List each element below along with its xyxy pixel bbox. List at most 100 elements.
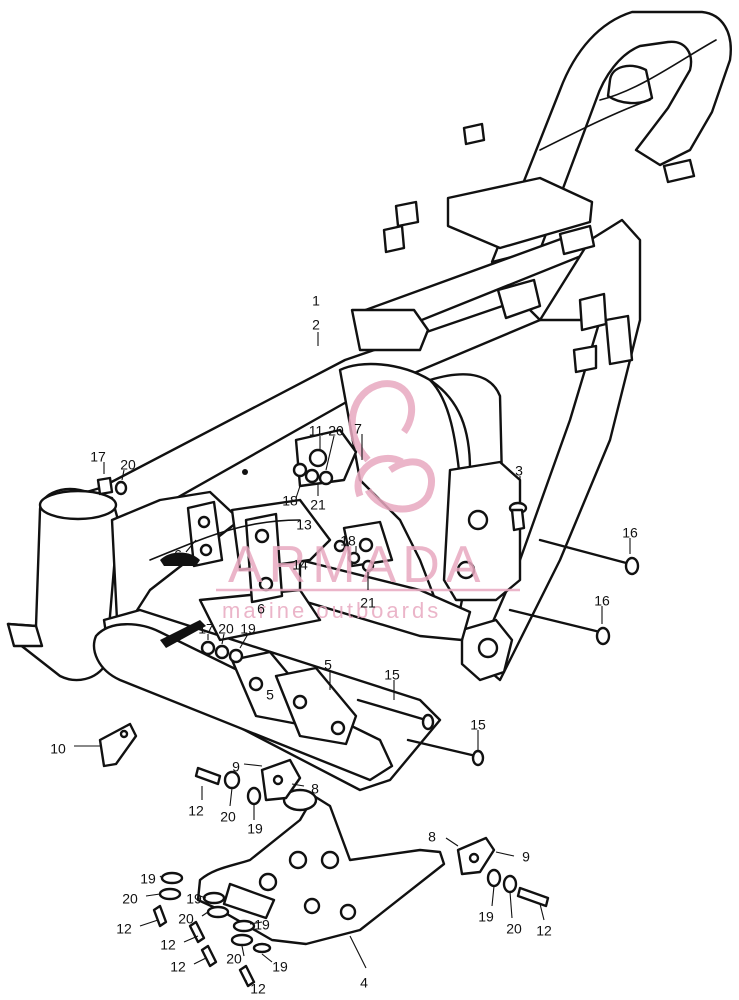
callout-15: 15	[470, 717, 486, 750]
callout-number: 18	[340, 533, 356, 549]
callout-number: 20	[328, 423, 344, 439]
callout-17: 17	[90, 449, 106, 474]
callout-number: 19	[247, 821, 263, 837]
callout-leader-line	[229, 787, 233, 807]
callout-number: 12	[160, 937, 176, 953]
callout-9: 9	[495, 849, 530, 865]
callout-16: 16	[594, 593, 610, 624]
callout-19: 19	[239, 621, 256, 649]
callout-12: 12	[160, 935, 199, 953]
callout-number: 1	[312, 293, 320, 309]
callout-leader-line	[159, 875, 163, 879]
callout-7: 7	[354, 421, 363, 460]
callout-number: 9	[522, 849, 530, 865]
callout-leader-line	[145, 893, 161, 897]
callout-8: 8	[291, 781, 319, 797]
callout-number: 5	[266, 687, 274, 703]
callout-leader-line	[245, 979, 249, 987]
callout-5: 5	[324, 657, 332, 690]
callout-number: 15	[384, 667, 400, 683]
callout-leader-line	[243, 763, 263, 767]
callout-leader-line	[185, 539, 197, 553]
callout-labels: 1234556678899101112121212121213141515161…	[50, 293, 638, 997]
callout-leader-line	[199, 895, 207, 899]
callout-number: 20	[506, 921, 522, 937]
callout-3: 3	[515, 463, 523, 500]
callout-number: 16	[594, 593, 610, 609]
callout-number: 19	[240, 621, 256, 637]
callout-number: 17	[90, 449, 106, 465]
callout-16: 16	[622, 525, 638, 554]
callout-number: 11	[309, 423, 324, 439]
callout-13: 13	[296, 517, 312, 533]
callout-2: 2	[312, 317, 320, 346]
callout-12: 12	[116, 919, 159, 937]
callout-20: 20	[506, 891, 522, 937]
callout-number: 13	[296, 517, 312, 533]
callout-19: 19	[140, 871, 163, 887]
callout-number: 6	[257, 601, 265, 617]
callout-15: 15	[384, 667, 400, 700]
callout-19: 19	[261, 953, 288, 975]
callout-19: 19	[186, 891, 207, 907]
callout-12: 12	[188, 786, 204, 819]
callout-leader-line	[295, 485, 301, 499]
callout-leader-line	[193, 957, 207, 965]
callout-19: 19	[249, 917, 270, 933]
loose-parts	[96, 462, 640, 988]
callout-number: 17	[198, 621, 214, 637]
callout-leader-line	[325, 435, 335, 471]
callout-number: 20	[178, 911, 194, 927]
callout-6: 6	[257, 601, 265, 617]
callout-leader-line	[491, 885, 495, 907]
callout-number: 20	[226, 951, 242, 967]
callout-8: 8	[428, 829, 459, 847]
callout-number: 20	[218, 621, 234, 637]
callout-20: 20	[226, 945, 245, 967]
callout-leader-line	[139, 919, 159, 927]
callout-leader-line	[349, 935, 367, 969]
callout-19: 19	[247, 804, 263, 837]
callout-leader-line	[183, 935, 199, 943]
callout-number: 9	[232, 759, 240, 775]
callout-number: 7	[354, 421, 362, 437]
callout-10: 10	[50, 741, 102, 757]
callout-21: 21	[360, 572, 376, 611]
callout-number: 6	[174, 547, 182, 563]
callout-18: 18	[282, 485, 301, 509]
callout-20: 20	[218, 621, 234, 645]
callout-19: 19	[478, 885, 495, 925]
callout-18: 18	[340, 533, 357, 552]
watermark-tagline: marine outboards	[222, 598, 441, 623]
watermark: ARMADA marine outboards	[216, 380, 520, 623]
callout-12: 12	[245, 979, 266, 997]
callout-leader-line	[539, 903, 545, 921]
callout-20: 20	[178, 911, 209, 927]
callout-number: 15	[470, 717, 486, 733]
callout-number: 12	[536, 923, 552, 939]
watermark-logo-icon	[348, 380, 436, 513]
callout-number: 21	[310, 497, 326, 513]
callout-leader-line	[249, 921, 263, 925]
watermark-brand: ARMADA	[228, 536, 486, 594]
callout-number: 8	[311, 781, 319, 797]
callout-number: 20	[122, 891, 138, 907]
main-frame	[6, 10, 732, 792]
callout-number: 5	[324, 657, 332, 673]
callout-leader-line	[445, 837, 459, 847]
callout-number: 20	[220, 809, 236, 825]
callout-number: 12	[170, 959, 186, 975]
callout-leader-line	[241, 945, 245, 957]
callout-leader-line	[239, 633, 249, 649]
callout-leader-line	[509, 891, 513, 919]
callout-leader-line	[495, 851, 515, 857]
callout-number: 21	[360, 595, 376, 611]
callout-4: 4	[349, 935, 368, 991]
callout-number: 12	[250, 981, 266, 997]
callout-number: 2	[312, 317, 320, 333]
callout-20: 20	[122, 891, 161, 907]
callout-1: 1	[312, 293, 320, 309]
callout-number: 10	[50, 741, 66, 757]
